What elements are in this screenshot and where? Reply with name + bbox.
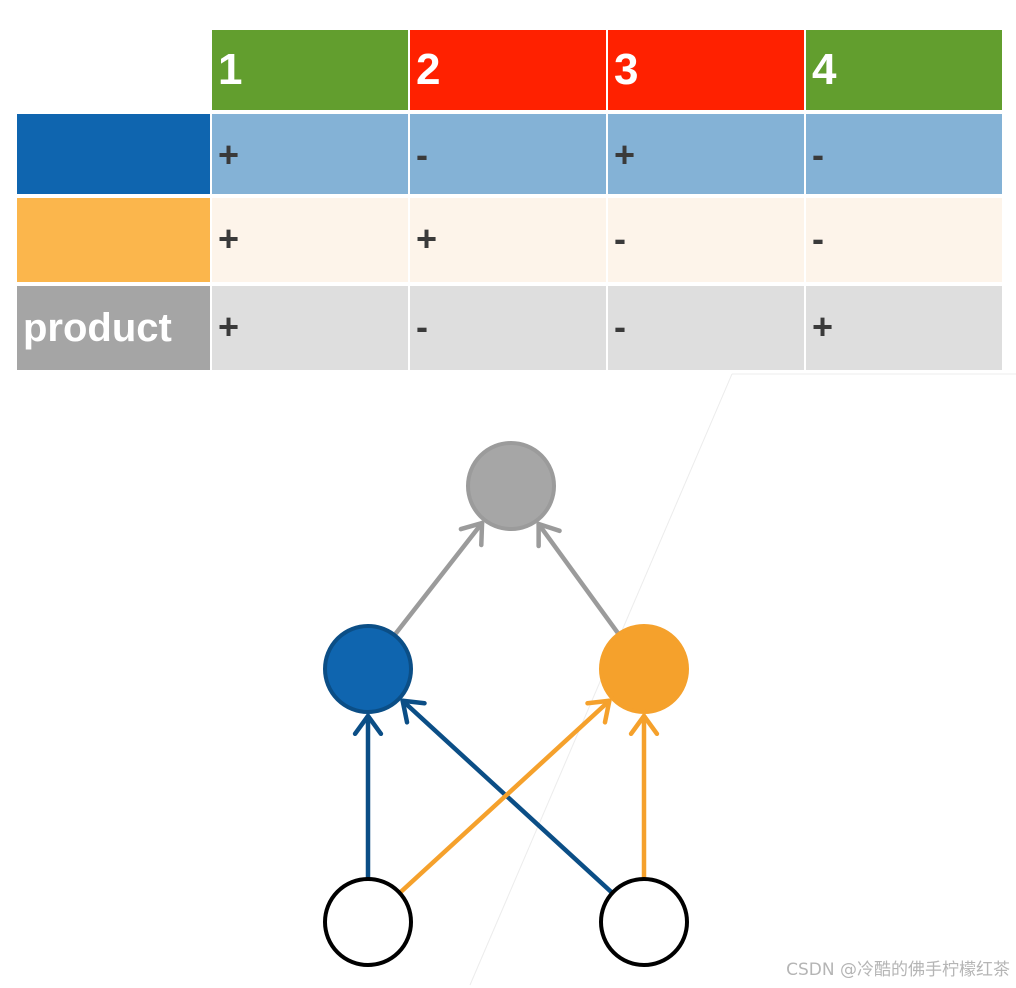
node-input-left [323, 877, 413, 967]
cell-r1-c2: - [410, 114, 606, 194]
cell-r2-c2: + [410, 198, 606, 282]
cell-r3-c1: + [212, 286, 408, 370]
node-output [466, 441, 556, 531]
row-label-blue [17, 114, 210, 194]
col-header-1: 1 [212, 30, 408, 110]
cell-r1-c3: + [608, 114, 804, 194]
cell-r2-c4: - [806, 198, 1002, 282]
node-hidden-orange [599, 624, 689, 714]
cell-r3-c2: - [410, 286, 606, 370]
watermark: CSDN @冷酷的佛手柠檬红茶 [786, 960, 1010, 980]
edge-hidden-orange-to-output [536, 521, 621, 637]
cell-r2-c1: + [212, 198, 408, 282]
edge-hidden-blue-to-output [392, 520, 485, 638]
arrowhead [400, 698, 427, 725]
arrowhead [585, 698, 612, 725]
row-label-product: product [17, 286, 210, 370]
col-header-2: 2 [410, 30, 606, 110]
cell-r1-c4: - [806, 114, 1002, 194]
col-header-4: 4 [806, 30, 1002, 110]
arrowhead [628, 713, 660, 737]
arrowhead [352, 713, 384, 737]
cell-r3-c4: + [806, 286, 1002, 370]
arrowhead [458, 520, 485, 548]
cell-r3-c3: - [608, 286, 804, 370]
col-header-3: 3 [608, 30, 804, 110]
cell-r1-c1: + [212, 114, 408, 194]
cell-r2-c3: - [608, 198, 804, 282]
node-input-right [599, 877, 689, 967]
edge-input-left-to-hidden-blue [352, 713, 384, 882]
row-label-orange [17, 198, 210, 282]
edge-input-left-to-hidden-orange [397, 698, 612, 896]
truth-table: 1 2 3 4 + - + - + + - - product + - - + [17, 30, 1002, 370]
node-hidden-blue [323, 624, 413, 714]
edge-input-right-to-hidden-orange [628, 713, 660, 882]
arrowhead [536, 521, 562, 549]
